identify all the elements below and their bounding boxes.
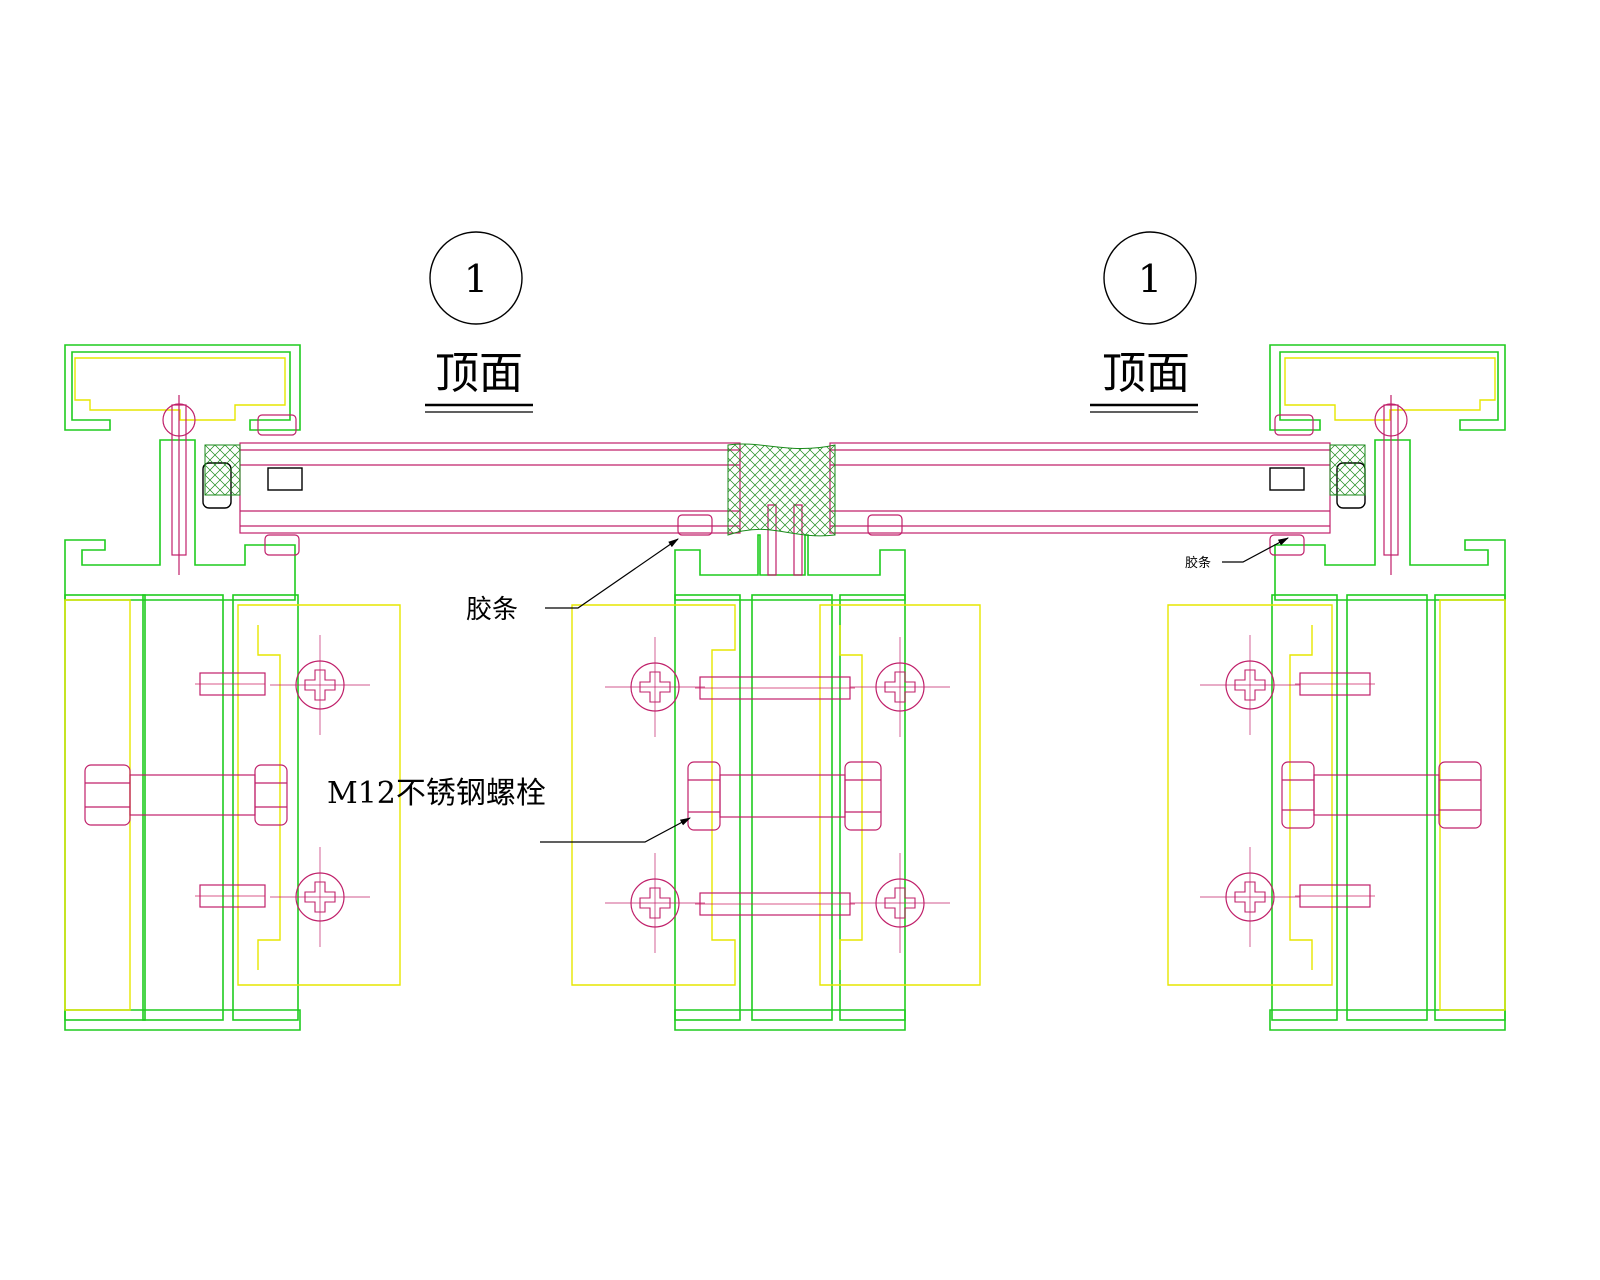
section-marker-right bbox=[1090, 231, 1198, 413]
gasket-right-leader bbox=[1222, 537, 1289, 563]
center-mullion bbox=[571, 504, 981, 1031]
gasket-left-leader bbox=[545, 538, 679, 609]
glass-panel-right bbox=[829, 414, 1366, 556]
bolt-leader bbox=[540, 817, 691, 843]
section-number-right: 1 bbox=[1138, 257, 1162, 301]
left-mullion bbox=[64, 344, 401, 1031]
center-gasket bbox=[677, 514, 713, 536]
section-number-left: 1 bbox=[464, 257, 488, 301]
right-mullion bbox=[1167, 344, 1506, 1031]
section-title-right: 顶面 bbox=[1102, 348, 1190, 399]
gasket-label-right: 胶条 bbox=[1185, 555, 1211, 571]
bolt-label: M12不锈钢螺栓 bbox=[327, 776, 546, 811]
section-marker-left bbox=[425, 231, 533, 413]
silicone-joint bbox=[727, 443, 836, 537]
section-title-left: 顶面 bbox=[435, 348, 523, 399]
gasket-label-left: 胶条 bbox=[466, 595, 518, 625]
glass-panel-left bbox=[204, 414, 741, 556]
